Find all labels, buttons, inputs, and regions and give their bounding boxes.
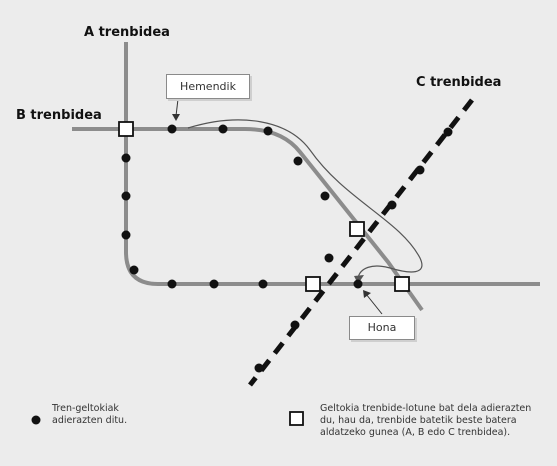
line-c-label: C trenbidea (416, 75, 502, 90)
legend-station-text: Tren-geltokiak adierazten ditu. (52, 403, 127, 427)
line-b-track (72, 127, 424, 312)
legend-station-icon (31, 415, 41, 425)
station-dot (209, 279, 219, 289)
start-pointer (175, 98, 179, 117)
legend-station-line: adierazten ditu. (52, 415, 128, 426)
line-a-track (124, 42, 430, 286)
legend-junction-line: aldatzeko gunea (A, B edo C trenbidea). (320, 427, 511, 438)
end-pointer (365, 293, 383, 315)
station-dot (443, 127, 453, 137)
legend-junction-line: du, hau da, trenbide batetik beste bater… (320, 415, 517, 426)
route-arrowhead (354, 275, 364, 284)
legend-station-line: Tren-geltokiak (52, 403, 119, 414)
line-a-label: A trenbidea (84, 25, 170, 40)
end-callout: Hona (349, 316, 415, 340)
station-dot (387, 200, 397, 210)
junction-square (349, 221, 365, 237)
station-dot (263, 126, 273, 136)
station-dot (218, 124, 228, 134)
end-pointer-arrowhead (363, 290, 371, 298)
station-dot (167, 124, 177, 134)
station-dot (320, 191, 330, 201)
station-dot (258, 279, 268, 289)
station-dot (121, 230, 131, 240)
station-dot (353, 279, 363, 289)
station-dot (415, 165, 425, 175)
junction-square (305, 276, 321, 292)
route-curve (187, 119, 423, 279)
station-dot (121, 153, 131, 163)
junction-square (394, 276, 410, 292)
legend-junction-line: Geltokia trenbide-lotune bat dela adiera… (320, 403, 532, 414)
station-dot (290, 320, 300, 330)
legend-junction-text: Geltokia trenbide-lotune bat dela adiera… (320, 403, 531, 439)
station-dot (129, 265, 139, 275)
station-dot (324, 253, 334, 263)
station-dot (121, 191, 131, 201)
line-b-label: B trenbidea (16, 108, 102, 123)
station-dot (254, 363, 264, 373)
station-dot (293, 156, 303, 166)
start-callout: Hemendik (166, 74, 250, 99)
legend-junction-icon (289, 411, 304, 426)
line-c-track (248, 98, 474, 387)
junction-square (118, 121, 134, 137)
start-pointer-arrowhead (172, 114, 180, 121)
station-dot (167, 279, 177, 289)
